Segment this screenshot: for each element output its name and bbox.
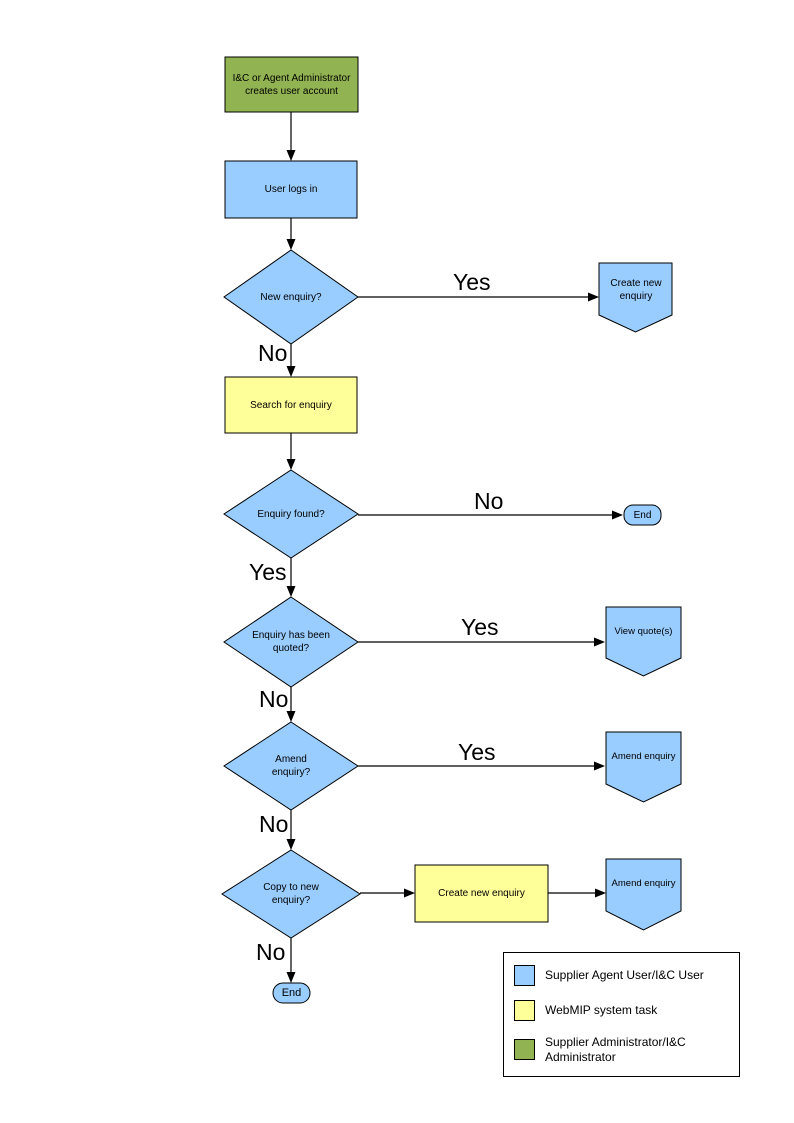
enquiry-found-decision-label: Enquiry found? — [257, 508, 325, 520]
arrowhead — [286, 239, 296, 250]
shapes — [221, 56, 682, 1004]
edge-label-enquiry-found-no: No — [474, 488, 504, 514]
amend-enquiry-connector-1-label: Amend enquiry — [611, 751, 676, 763]
view-quotes-connector-shape — [605, 606, 682, 677]
arrowhead — [594, 761, 605, 771]
legend-item-admin: Supplier Administrator/I&C Administrator — [514, 1035, 729, 1065]
arrowhead — [286, 366, 296, 377]
legend-swatch-user — [514, 964, 535, 986]
end-terminator-1-label: End — [633, 509, 652, 521]
arrowhead — [286, 972, 296, 983]
edge-label-new-enquiry-yes: Yes — [453, 269, 491, 295]
legend-swatch-admin — [514, 1039, 535, 1060]
arrowhead — [404, 888, 415, 898]
arrowhead — [594, 637, 605, 647]
legend-label-admin: Supplier Administrator/I&C Administrator — [545, 1034, 686, 1064]
amend-enquiry-connector-2-shape — [605, 858, 682, 931]
admin-creates-account-shape — [224, 56, 359, 113]
amend-enquiry-decision-shape — [223, 721, 359, 811]
arrowhead — [286, 586, 296, 597]
copy-to-new-enquiry-decision-label: Copy to new enquiry? — [263, 882, 319, 906]
arrowhead — [595, 888, 606, 898]
admin-creates-account-label: I&C or Agent Administrator creates user … — [232, 72, 351, 97]
legend: Supplier Agent User/I&C User WebMIP syst… — [503, 952, 740, 1077]
search-for-enquiry-label: Search for enquiry — [250, 399, 332, 411]
edge-label-amend-enquiry-yes: Yes — [458, 739, 496, 765]
arrowhead — [286, 711, 296, 722]
arrowheads — [286, 150, 623, 983]
legend-label-user: Supplier Agent User/I&C User — [545, 967, 704, 982]
connectors — [290, 112, 614, 973]
arrowhead — [286, 839, 296, 850]
edge-label-enquiry-quoted-yes: Yes — [461, 614, 499, 640]
user-logs-in-label: User logs in — [264, 184, 318, 195]
arrowhead — [286, 150, 296, 161]
end-terminator-1-shape — [623, 504, 662, 526]
arrowhead — [588, 292, 599, 302]
create-new-enquiry-task-label: Create new enquiry — [438, 888, 525, 899]
legend-item-system: WebMIP system task — [514, 999, 729, 1021]
edge-label-amend-enquiry-no: No — [259, 811, 289, 837]
arrowhead — [286, 459, 296, 470]
search-for-enquiry-shape — [224, 376, 358, 434]
amend-enquiry-connector-2-label: Amend enquiry — [611, 878, 676, 890]
enquiry-found-decision-shape — [223, 469, 359, 559]
new-enquiry-decision-shape — [223, 249, 359, 345]
legend-item-user: Supplier Agent User/I&C User — [514, 964, 729, 986]
legend-label-system: WebMIP system task — [545, 1002, 658, 1017]
end-terminator-2-shape — [272, 982, 311, 1004]
user-logs-in-shape — [224, 160, 358, 219]
edge-label-enquiry-quoted-no: No — [259, 686, 289, 712]
amend-enquiry-decision-label: Amend enquiry? — [271, 754, 311, 778]
amend-enquiry-connector-1-shape — [605, 731, 682, 803]
enquiry-quoted-decision-label: Enquiry has been quoted? — [252, 630, 330, 654]
copy-to-new-enquiry-decision-shape — [221, 849, 361, 939]
create-new-enquiry-connector-label: Create new enquiry — [610, 278, 662, 302]
create-new-enquiry-task-shape — [414, 864, 549, 923]
legend-swatch-system — [514, 999, 535, 1021]
create-new-enquiry-connector-shape — [598, 262, 673, 333]
edge-label-enquiry-found-yes: Yes — [249, 559, 287, 585]
new-enquiry-decision-label: New enquiry? — [260, 291, 322, 303]
edge-label-copy-to-new-no: No — [256, 939, 286, 965]
view-quotes-connector-label: View quote(s) — [614, 626, 673, 638]
enquiry-quoted-decision-shape — [223, 596, 359, 688]
arrowhead — [612, 510, 623, 520]
edge-label-new-enquiry-no: No — [258, 340, 288, 366]
end-terminator-2-label: End — [281, 986, 302, 999]
